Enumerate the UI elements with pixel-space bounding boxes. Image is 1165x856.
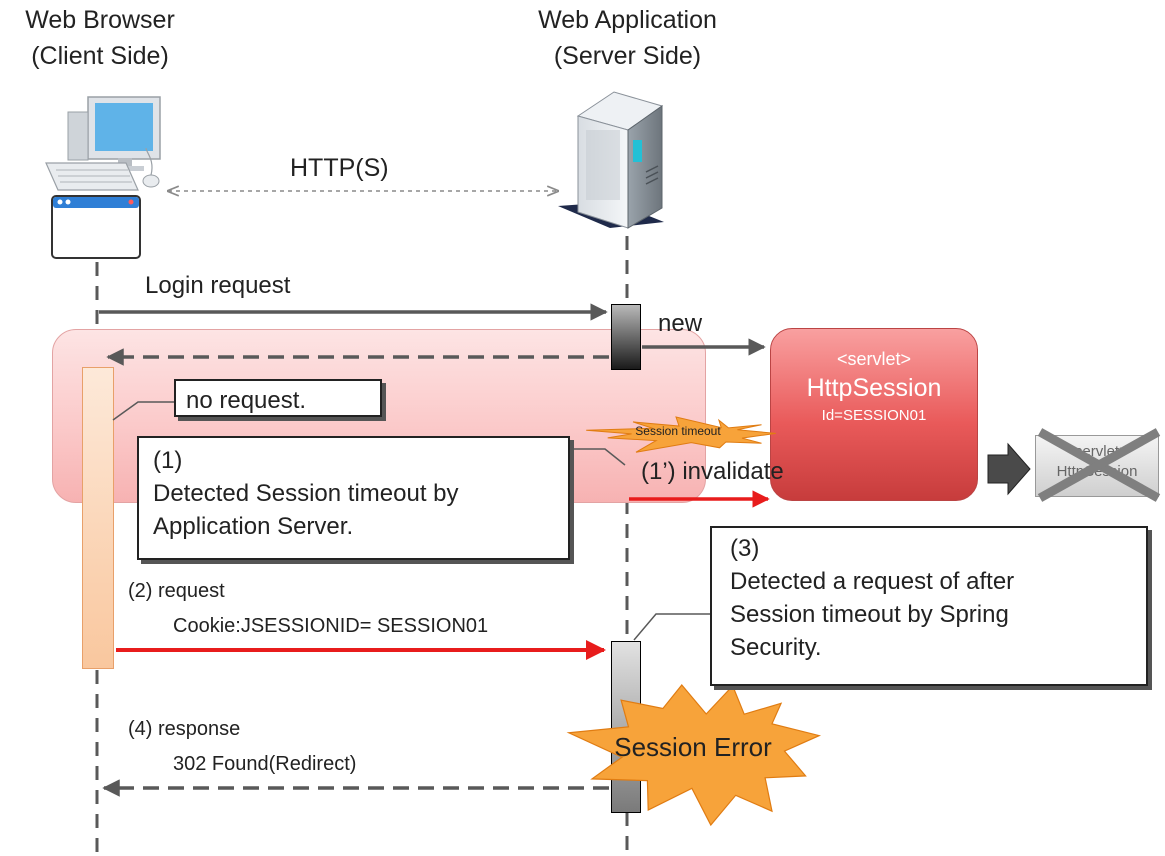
session-error-label: Session Error xyxy=(614,732,772,762)
transition-arrow-icon xyxy=(987,442,1031,496)
login-request-label: Login request xyxy=(145,272,291,299)
note-3-line-2: Session timeout by Spring xyxy=(730,601,1009,628)
cross-out-icon xyxy=(1037,428,1161,502)
request-cookie-label: Cookie:JSESSIONID= SESSION01 xyxy=(173,615,489,637)
client-title: Web Browser xyxy=(25,6,175,34)
browser-window-icon xyxy=(51,195,141,259)
response-label: (4) response xyxy=(128,718,241,740)
server-title: Web Application xyxy=(538,6,717,34)
note-no-request: no request. xyxy=(174,379,382,417)
session-stereotype: <servlet> xyxy=(836,349,912,369)
note-1-number: (1) xyxy=(153,447,183,474)
server-header: Web Application (Server Side) xyxy=(505,2,750,74)
server-tower-icon xyxy=(558,91,664,229)
session-name: HttpSession xyxy=(806,374,942,402)
session-timeout-burst-icon xyxy=(586,416,776,453)
note-3-callout xyxy=(633,613,710,641)
server-subtitle: (Server Side) xyxy=(553,42,702,70)
client-header: Web Browser (Client Side) xyxy=(0,2,200,74)
session-timeout-label: Session timeout xyxy=(635,424,721,438)
note-3-line-1: Detected a request of after xyxy=(730,568,1015,595)
note-no-request-callout xyxy=(112,401,174,421)
client-subtitle: (Client Side) xyxy=(31,42,169,70)
session-id: Id=SESSION01 xyxy=(821,407,927,424)
desktop-computer-icon xyxy=(45,96,161,191)
note-1-line-1: Detected Session timeout by xyxy=(153,480,459,507)
new-label: new xyxy=(658,310,703,337)
note-1-line-2: Application Server. xyxy=(153,513,354,540)
note-session-timeout: (1) Detected Session timeout by Applicat… xyxy=(137,436,570,560)
note-3-line-3: Security. xyxy=(730,634,822,661)
client-activation-bar xyxy=(82,367,114,669)
request-label: (2) request xyxy=(128,580,225,602)
note-no-request-text: no request. xyxy=(186,387,307,414)
note-3-number: (3) xyxy=(730,535,760,562)
session-error-burst-icon xyxy=(566,684,822,827)
invalidate-label: (1’) invalidate xyxy=(641,458,784,485)
http-session-object: <servlet> HttpSession Id=SESSION01 xyxy=(770,328,978,501)
note-spring-security: (3) Detected a request of after Session … xyxy=(710,526,1148,686)
protocol-label: HTTP(S) xyxy=(290,154,389,182)
note-1-callout xyxy=(570,448,626,466)
response-status-label: 302 Found(Redirect) xyxy=(173,753,357,775)
server-activation-login xyxy=(611,304,641,370)
